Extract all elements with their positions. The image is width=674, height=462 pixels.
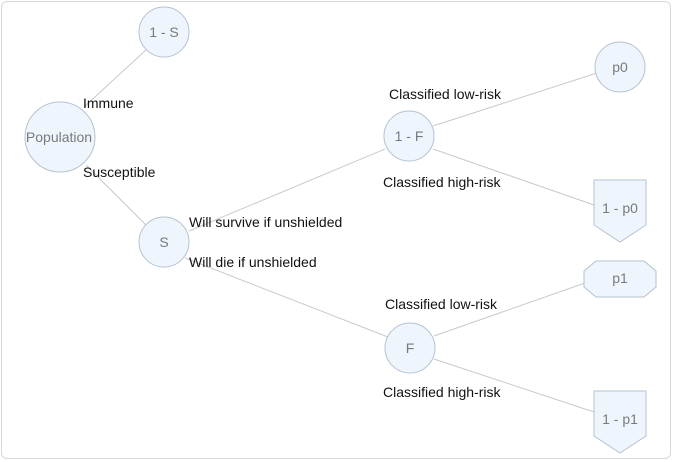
node-1-minus-s: 1 - S <box>138 6 190 58</box>
edge-label-immune: Immune <box>83 95 134 111</box>
edge-1-minus-f-to-p0 <box>432 72 598 127</box>
node-f: F <box>384 322 436 374</box>
node-1-minus-p1-label: 1 - p1 <box>602 411 638 427</box>
node-1-minus-f: 1 - F <box>383 110 435 162</box>
node-p0: p0 <box>594 41 646 93</box>
node-s: S <box>138 216 190 268</box>
edge-1-minus-f-to-1-minus-p0 <box>432 148 595 206</box>
node-population: Population <box>24 101 96 173</box>
edge-label-survive-low-risk: Classified low-risk <box>389 86 502 102</box>
node-p0-label: p0 <box>612 59 628 75</box>
node-1-minus-p1: 1 - p1 <box>593 390 647 454</box>
edge-f-to-1-minus-p1 <box>433 358 595 413</box>
edge-label-die-low-risk: Classified low-risk <box>385 296 498 312</box>
edge-f-to-p1 <box>433 282 586 337</box>
edge-population-to-1-minus-s <box>83 49 147 108</box>
edge-s-to-f <box>184 257 389 338</box>
node-f-label: F <box>406 340 415 356</box>
edge-population-to-s <box>85 164 148 227</box>
edge-label-susceptible: Susceptible <box>83 164 156 180</box>
node-p1: p1 <box>583 260 657 298</box>
edge-label-survive-high-risk: Classified high-risk <box>383 174 501 190</box>
node-1-minus-s-label: 1 - S <box>149 24 179 40</box>
node-p1-label: p1 <box>612 270 628 286</box>
edge-s-to-1-minus-f <box>188 148 386 232</box>
edge-label-die-high-risk: Classified high-risk <box>383 384 501 400</box>
node-1-minus-f-label: 1 - F <box>395 128 424 144</box>
edge-label-will-survive: Will survive if unshielded <box>189 214 342 230</box>
node-population-label: Population <box>26 129 92 145</box>
node-s-label: S <box>159 234 168 250</box>
edge-label-will-die: Will die if unshielded <box>189 254 317 270</box>
node-1-minus-p0-label: 1 - p0 <box>602 200 638 216</box>
node-1-minus-p0: 1 - p0 <box>593 179 647 243</box>
